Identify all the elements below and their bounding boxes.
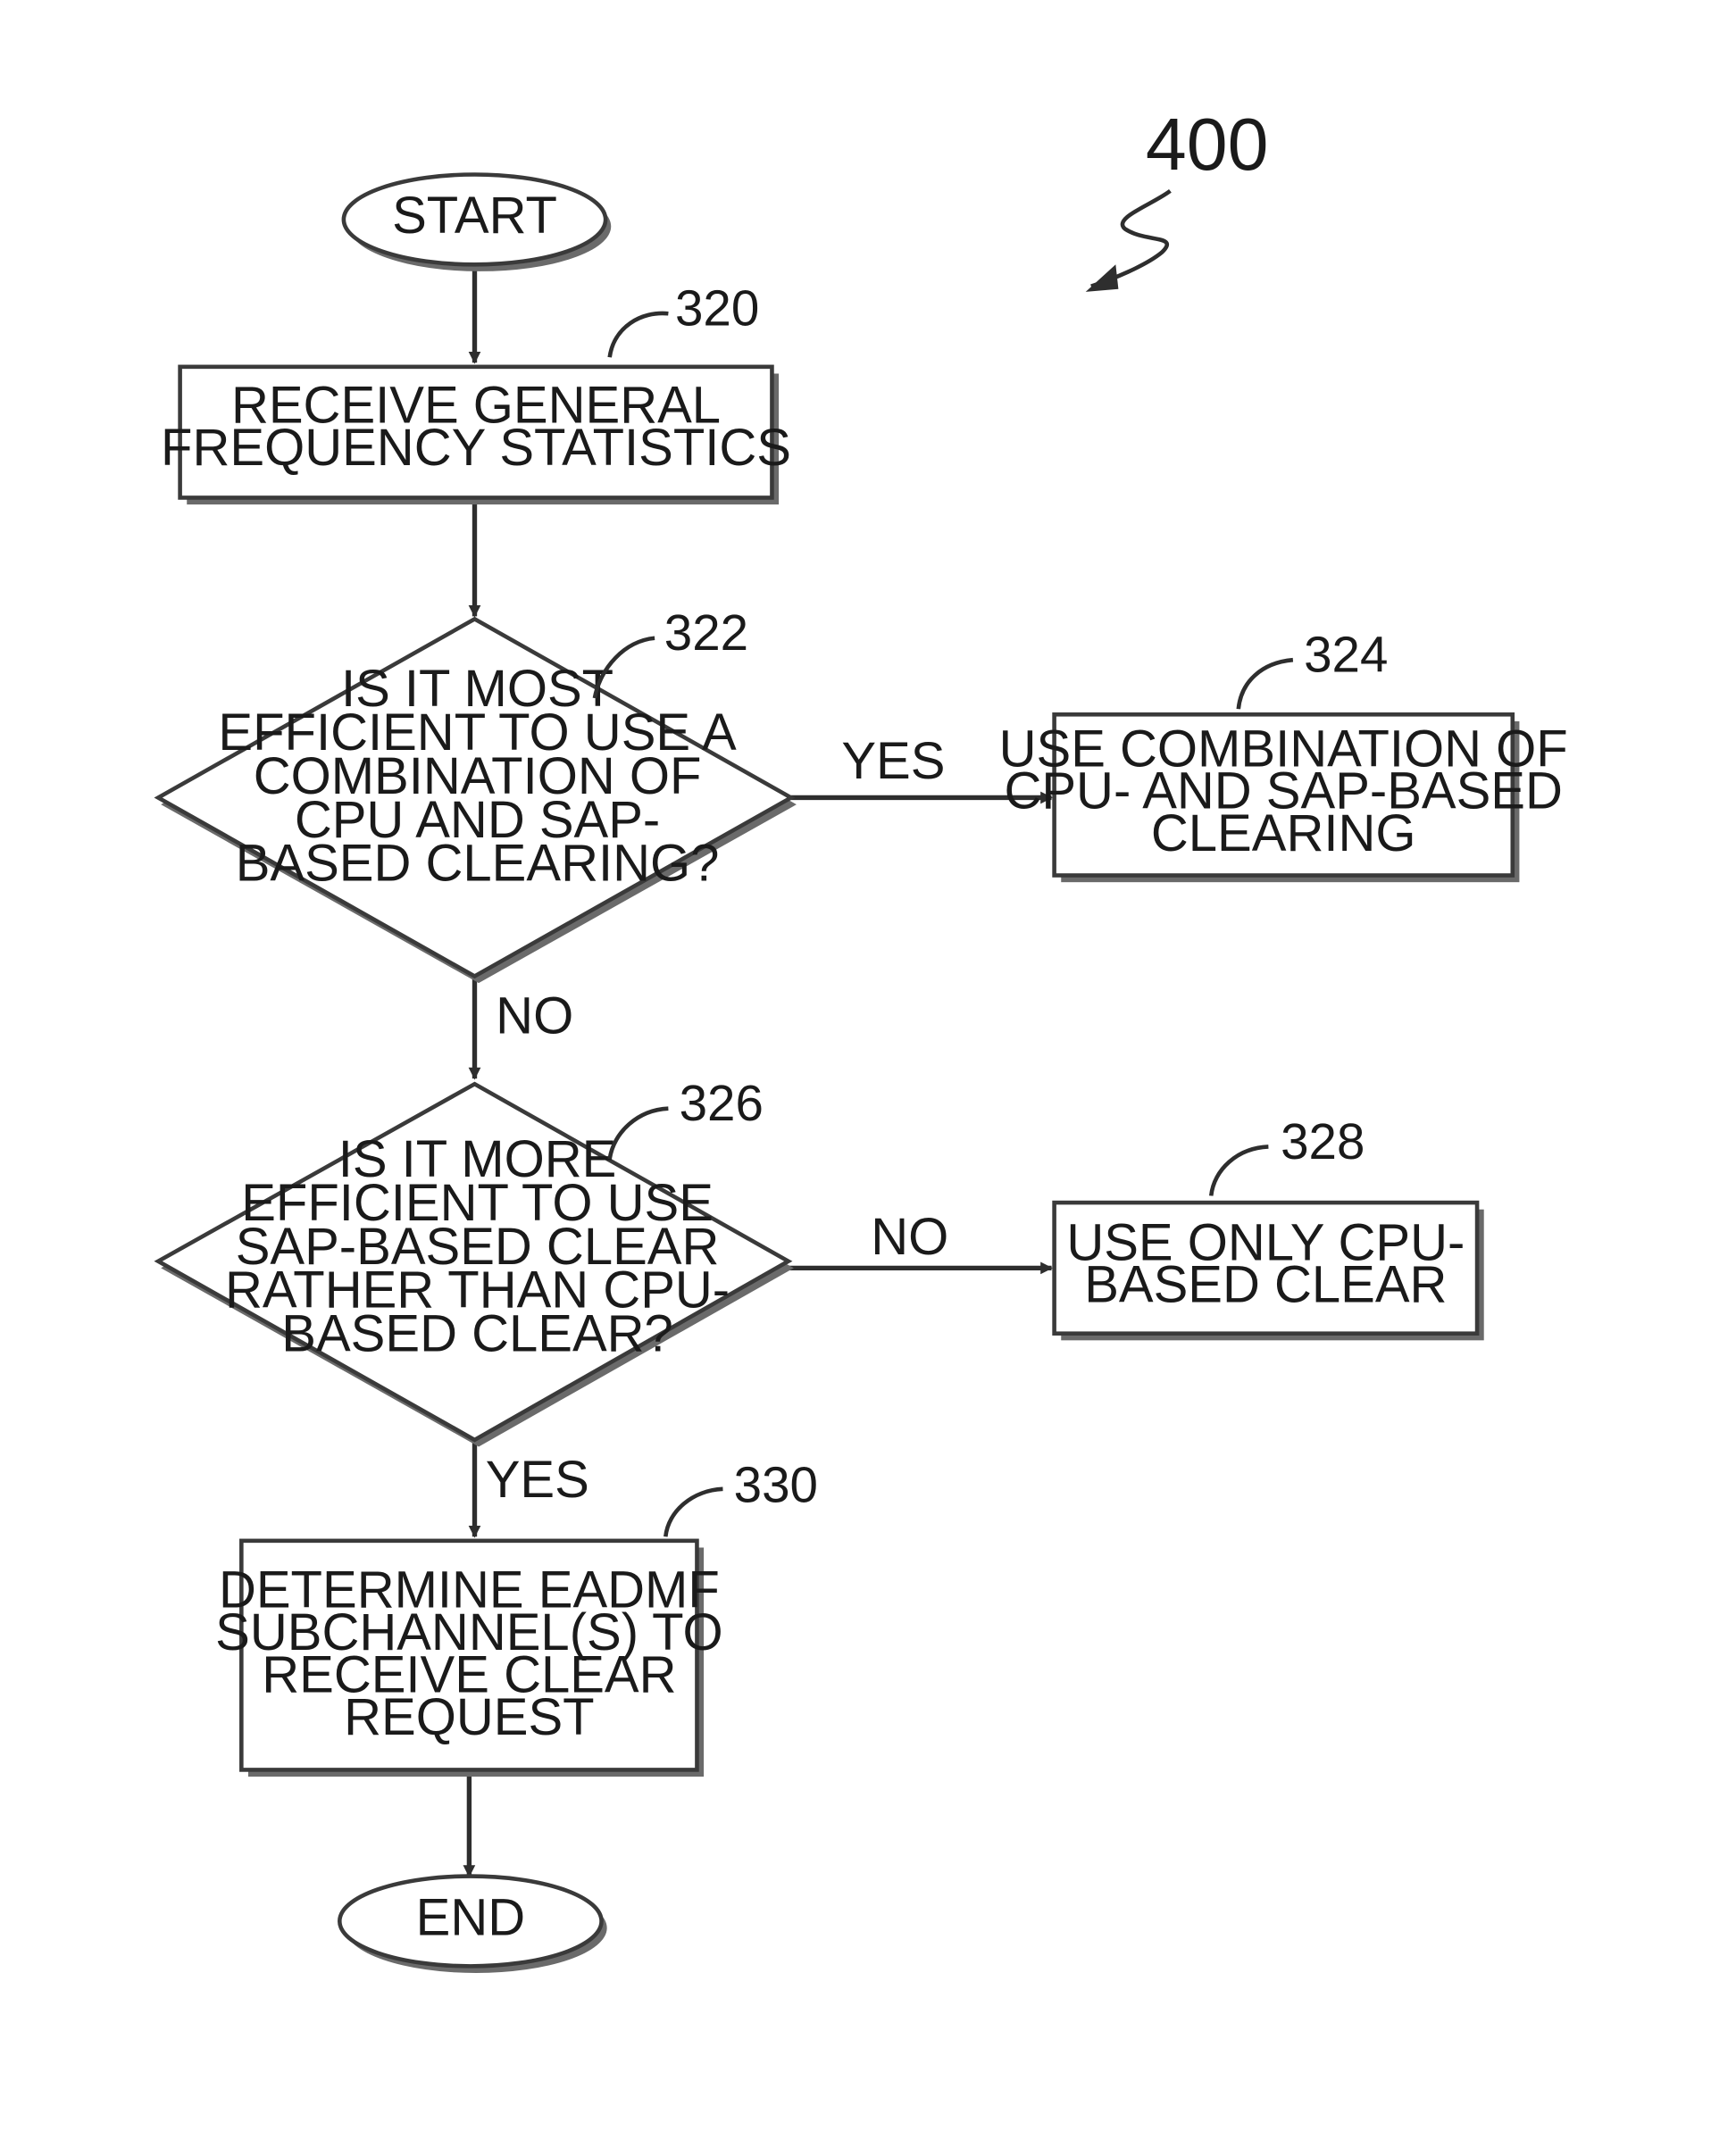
ref-leader-328 <box>1211 1146 1268 1195</box>
ref-320: 320 <box>675 280 759 337</box>
edge-label-combination-no: NO <box>496 987 573 1045</box>
end-label: END <box>416 1888 526 1946</box>
figure-number: 400 <box>1146 104 1269 186</box>
process-use-combination: USE COMBINATION OF CPU- AND SAP-BASED CL… <box>999 714 1568 882</box>
figure-pointer-arrow <box>1091 191 1171 287</box>
decision-sap-line-5: BASED CLEAR? <box>281 1305 673 1363</box>
ref-leader-320 <box>610 313 669 357</box>
ref-leader-330 <box>665 1489 722 1536</box>
ref-322: 322 <box>664 604 748 661</box>
start-terminal: START <box>344 174 611 271</box>
ref-328: 328 <box>1281 1113 1365 1170</box>
start-label: START <box>392 187 557 245</box>
process-determine-subchannels: DETERMINE EADMF SUBCHANNEL(S) TO RECEIVE… <box>215 1541 722 1777</box>
process-receive-statistics: RECEIVE GENERAL FREQUENCY STATISTICS <box>161 367 791 504</box>
ref-leader-324 <box>1239 660 1293 709</box>
use-combination-line-3: CLEARING <box>1151 804 1416 862</box>
ref-330: 330 <box>734 1457 818 1513</box>
ref-324: 324 <box>1304 627 1388 683</box>
receive-statistics-line-2: FREQUENCY STATISTICS <box>161 419 791 477</box>
decision-combination: IS IT MOST EFFICIENT TO USE A COMBINATIO… <box>158 619 797 983</box>
ref-326: 326 <box>680 1075 764 1131</box>
determine-subchannels-line-4: REQUEST <box>344 1688 594 1746</box>
edge-label-sap-no: NO <box>871 1208 948 1266</box>
edge-label-combination-yes: YES <box>841 732 945 790</box>
decision-sap-efficiency: IS IT MORE EFFICIENT TO USE SAP-BASED CL… <box>158 1084 794 1446</box>
figure-pointer-arrowhead <box>1086 264 1119 292</box>
use-cpu-only-line-2: BASED CLEAR <box>1084 1256 1447 1314</box>
process-use-cpu-only: USE ONLY CPU- BASED CLEAR <box>1055 1203 1484 1340</box>
end-terminal: END <box>339 1877 606 1973</box>
edge-label-sap-yes: YES <box>486 1451 589 1509</box>
decision-combination-line-5: BASED CLEARING? <box>236 835 720 893</box>
ref-leader-326 <box>610 1109 669 1160</box>
